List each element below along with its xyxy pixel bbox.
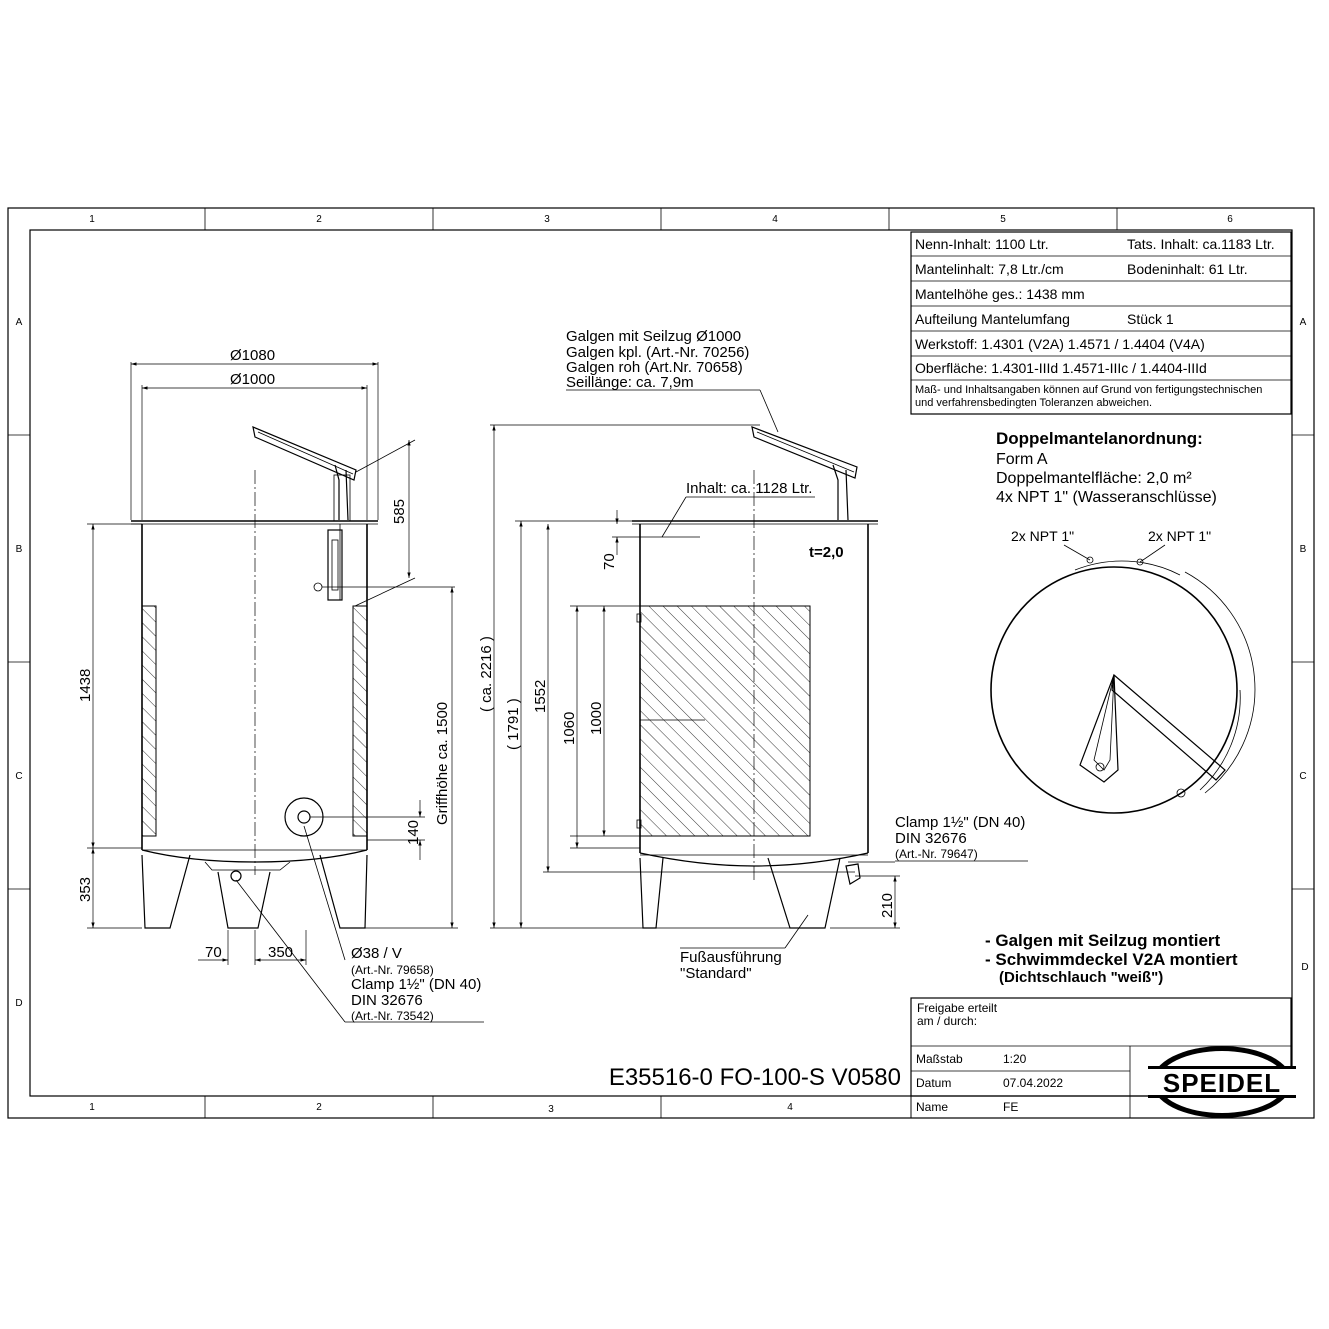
spec-note-line2: und verfahrensbedingten Toleranzen abwei… bbox=[915, 397, 1152, 409]
note-1: - Galgen mit Seilzug montiert bbox=[985, 931, 1221, 950]
spec-nenn-inhalt: Nenn-Inhalt: 1100 Ltr. bbox=[915, 236, 1049, 252]
zone-col-3-bottom: 3 bbox=[548, 1104, 554, 1115]
jacket-arrangement: Doppelmantelanordnung: Form A Doppelmant… bbox=[990, 429, 1256, 814]
jacket-title: Doppelmantelanordnung: bbox=[996, 429, 1203, 448]
side-dim-1791: ( 1791 ) bbox=[505, 698, 522, 750]
front-dim-70: 70 bbox=[205, 944, 222, 961]
jacket-anschluesse: 4x NPT 1" (Wasseranschlüsse) bbox=[996, 489, 1217, 506]
name-label: Name bbox=[916, 1100, 948, 1114]
plan-view-shell bbox=[990, 566, 1238, 814]
datum-value: 07.04.2022 bbox=[1003, 1076, 1063, 1090]
front-dim-585: 585 bbox=[391, 499, 408, 524]
front-dim-350: 350 bbox=[268, 944, 293, 961]
side-dim-2216: ( ca. 2216 ) bbox=[478, 636, 495, 712]
spec-stueck: Stück 1 bbox=[1127, 311, 1174, 327]
spec-aufteilung: Aufteilung Mantelumfang bbox=[915, 311, 1070, 327]
side-inhalt: Inhalt: ca. 1128 Ltr. bbox=[686, 480, 812, 497]
front-griffhoehe: Griffhöhe ca. 1500 bbox=[434, 702, 451, 825]
zone-col-1: 1 bbox=[89, 214, 95, 225]
spec-mantelhoehe: Mantelhöhe ges.: 1438 mm bbox=[915, 286, 1085, 302]
zone-col-2: 2 bbox=[316, 214, 322, 225]
side-dim-1552: 1552 bbox=[532, 680, 549, 713]
side-clamp-line2: DIN 32676 bbox=[895, 830, 967, 847]
notes: - Galgen mit Seilzug montiert - Schwimmd… bbox=[985, 931, 1238, 986]
spec-table: Nenn-Inhalt: 1100 Ltr. Tats. Inhalt: ca.… bbox=[910, 231, 1292, 415]
outlet-line1: Ø38 / V bbox=[351, 945, 402, 962]
side-clamp-line1: Clamp 1½" (DN 40) bbox=[895, 814, 1025, 831]
front-dia-inner: Ø1000 bbox=[230, 371, 275, 388]
spec-tats-inhalt: Tats. Inhalt: ca.1183 Ltr. bbox=[1127, 236, 1275, 252]
zone-row-d-right: D bbox=[1301, 962, 1308, 973]
galgen-line3: Galgen roh (Art.Nr. 70658) bbox=[566, 359, 743, 376]
name-value: FE bbox=[1003, 1100, 1018, 1114]
zone-col-5: 5 bbox=[1000, 214, 1006, 225]
side-dim-1000: 1000 bbox=[588, 702, 605, 735]
zone-row-c-right: C bbox=[1299, 771, 1306, 782]
spec-oberflaeche: Oberfläche: 1.4301-IIId 1.4571-IIIc / 1.… bbox=[915, 360, 1207, 376]
front-dia-outer: Ø1080 bbox=[230, 347, 275, 364]
zone-col-3: 3 bbox=[544, 214, 550, 225]
jacket-form: Form A bbox=[996, 451, 1048, 468]
spec-mantelinhalt: Mantelinhalt: 7,8 Ltr./cm bbox=[915, 261, 1064, 277]
massstab-value: 1:20 bbox=[1003, 1052, 1027, 1066]
datum-label: Datum bbox=[916, 1076, 951, 1090]
front-dim-140: 140 bbox=[405, 820, 422, 845]
side-fuss-line1: Fußausführung bbox=[680, 949, 782, 966]
zone-row-a: A bbox=[16, 317, 23, 328]
spec-note-line1: Maß- und Inhaltsangaben können auf Grund… bbox=[915, 384, 1262, 396]
massstab-label: Maßstab bbox=[916, 1052, 963, 1066]
zone-row-b-right: B bbox=[1300, 544, 1307, 555]
zone-col-4-bottom: 4 bbox=[787, 1102, 793, 1113]
front-view: Ø1080 Ø1000 585 bbox=[77, 347, 484, 1023]
zone-col-6: 6 bbox=[1227, 214, 1233, 225]
outlet-line5: (Art.-Nr. 73542) bbox=[351, 1009, 434, 1023]
zone-row-b: B bbox=[16, 544, 23, 555]
side-dim-70: 70 bbox=[601, 553, 618, 570]
jacket-npt-left: 2x NPT 1" bbox=[1011, 528, 1074, 544]
zone-labels: 1 2 3 4 5 6 1 2 3 4 A B C D A B C D bbox=[15, 214, 1308, 1115]
note-2: - Schwimmdeckel V2A montiert bbox=[985, 950, 1238, 969]
side-fuss-line2: "Standard" bbox=[680, 965, 752, 982]
galgen-line4: Seillänge: ca. 7,9m bbox=[566, 374, 694, 391]
front-dim-1438: 1438 bbox=[77, 669, 94, 702]
jacket-flaeche: Doppelmantelfläche: 2,0 m² bbox=[996, 470, 1192, 487]
side-view: Galgen mit Seilzug Ø1000 Galgen kpl. (Ar… bbox=[478, 328, 1028, 982]
zone-col-1-bottom: 1 bbox=[89, 1102, 95, 1113]
zone-col-4: 4 bbox=[772, 214, 778, 225]
galgen-line2: Galgen kpl. (Art.-Nr. 70256) bbox=[566, 344, 749, 361]
outlet-line2: (Art.-Nr. 79658) bbox=[351, 963, 434, 977]
note-3: (Dichtschlauch "weiß") bbox=[999, 969, 1163, 986]
front-dim-353: 353 bbox=[77, 877, 94, 902]
drawing-number: E35516-0 FO-100-S V0580 bbox=[609, 1064, 901, 1091]
outlet-line3: Clamp 1½" (DN 40) bbox=[351, 976, 481, 993]
galgen-line1: Galgen mit Seilzug Ø1000 bbox=[566, 328, 741, 345]
spec-werkstoff: Werkstoff: 1.4301 (V2A) 1.4571 / 1.4404 … bbox=[915, 336, 1205, 352]
freigabe-line1: Freigabe erteilt bbox=[917, 1001, 998, 1015]
freigabe-line2: am / durch: bbox=[917, 1014, 977, 1028]
logo-text: SPEIDEL bbox=[1163, 1068, 1281, 1098]
zone-row-a-right: A bbox=[1300, 317, 1307, 328]
side-clamp-line3: (Art.-Nr. 79647) bbox=[895, 847, 978, 861]
jacket-npt-right: 2x NPT 1" bbox=[1148, 528, 1211, 544]
title-block: Freigabe erteilt am / durch: E35516-0 FO… bbox=[609, 997, 1296, 1118]
zone-row-d: D bbox=[15, 998, 22, 1009]
side-dim-1060: 1060 bbox=[561, 712, 578, 745]
outlet-line4: DIN 32676 bbox=[351, 992, 423, 1009]
speidel-logo: SPEIDEL bbox=[1148, 1046, 1296, 1118]
zone-row-c: C bbox=[15, 771, 22, 782]
spec-bodeninhalt: Bodeninhalt: 61 Ltr. bbox=[1127, 261, 1248, 277]
side-dim-210: 210 bbox=[879, 893, 896, 918]
zone-col-2-bottom: 2 bbox=[316, 1102, 322, 1113]
side-thickness: t=2,0 bbox=[809, 544, 844, 561]
